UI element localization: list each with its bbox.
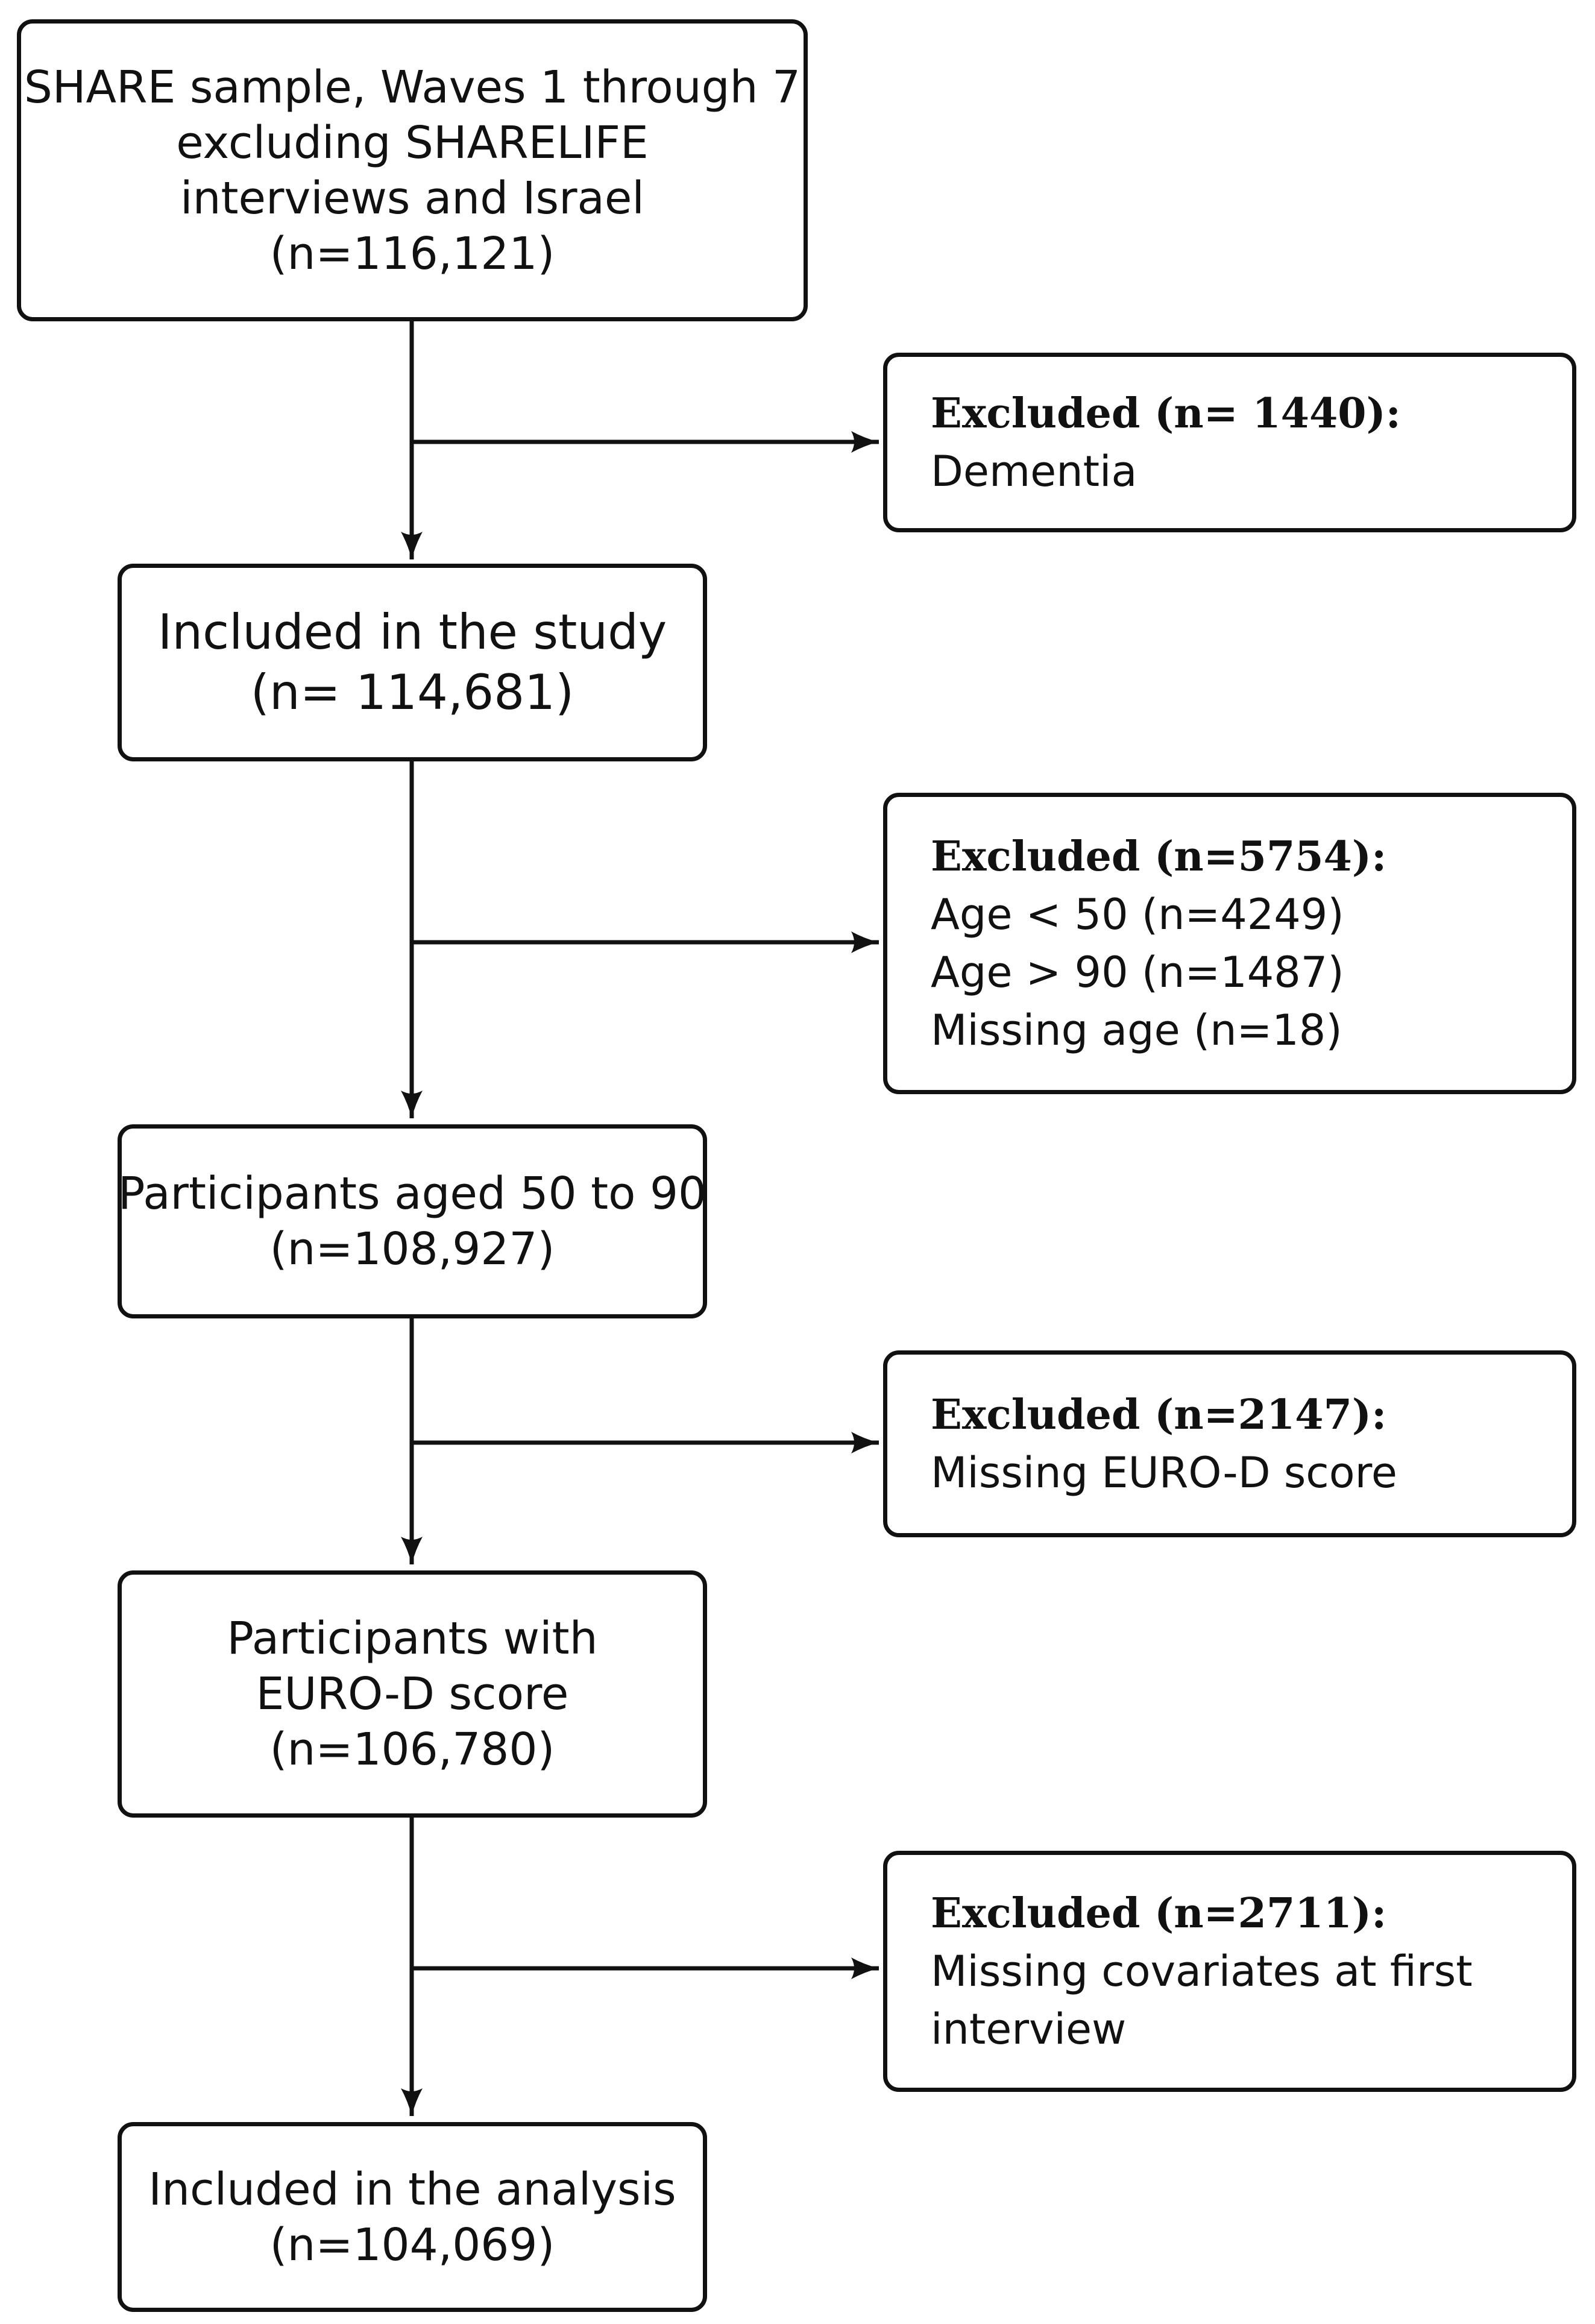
aged-50-90-line-1: Participants aged 50 to 90 [118,1168,707,1220]
euro-d-box: Participants with EURO-D score (n=106,78… [118,1570,707,1818]
share-sample-line-1: SHARE sample, Waves 1 through 7 [24,61,801,113]
included-analysis-line-1: Included in the analysis [148,2163,676,2215]
excluded-age-over-90: Age > 90 (n=1487) [931,948,1344,997]
excluded-euro-d-title: Excluded (n=2147): [931,1391,1387,1439]
aged-50-90-box: Participants aged 50 to 90 (n=108,927) [118,1124,707,1318]
excluded-age-title: Excluded (n=5754): [931,833,1387,881]
share-sample-count: (n=116,121) [269,227,555,280]
included-study-line-1: Included in the study [157,604,667,660]
share-sample-line-3: interviews and Israel [180,172,644,224]
excluded-covariates-title: Excluded (n=2711): [931,1889,1387,1938]
excluded-dementia-title: Excluded (n= 1440): [931,389,1401,438]
included-analysis-box: Included in the analysis (n=104,069) [118,2122,707,2312]
included-analysis-count: (n=104,069) [269,2219,555,2271]
excluded-covariates-box: Excluded (n=2711): Missing covariates at… [883,1851,1576,2092]
excluded-dementia-reason: Dementia [931,447,1137,496]
included-study-box: Included in the study (n= 114,681) [118,564,707,761]
excluded-age-missing: Missing age (n=18) [931,1006,1342,1055]
included-study-count: (n= 114,681) [250,664,574,720]
excluded-dementia-box: Excluded (n= 1440): Dementia [883,353,1576,532]
aged-50-90-count: (n=108,927) [269,1223,555,1275]
excluded-age-under-50: Age < 50 (n=4249) [931,890,1344,939]
excluded-age-box: Excluded (n=5754): Age < 50 (n=4249) Age… [883,793,1576,1094]
excluded-covariates-reason-2: interview [931,2004,1127,2054]
share-sample-line-2: excluding SHARELIFE [176,116,649,169]
euro-d-line-2: EURO-D score [256,1668,569,1720]
euro-d-line-1: Participants with [227,1613,598,1664]
euro-d-count: (n=106,780) [269,1724,555,1775]
excluded-euro-d-reason: Missing EURO-D score [931,1448,1397,1497]
excluded-euro-d-box: Excluded (n=2147): Missing EURO-D score [883,1350,1576,1537]
excluded-covariates-reason-1: Missing covariates at first [931,1947,1473,1996]
share-sample-box: SHARE sample, Waves 1 through 7 excludin… [17,19,808,321]
